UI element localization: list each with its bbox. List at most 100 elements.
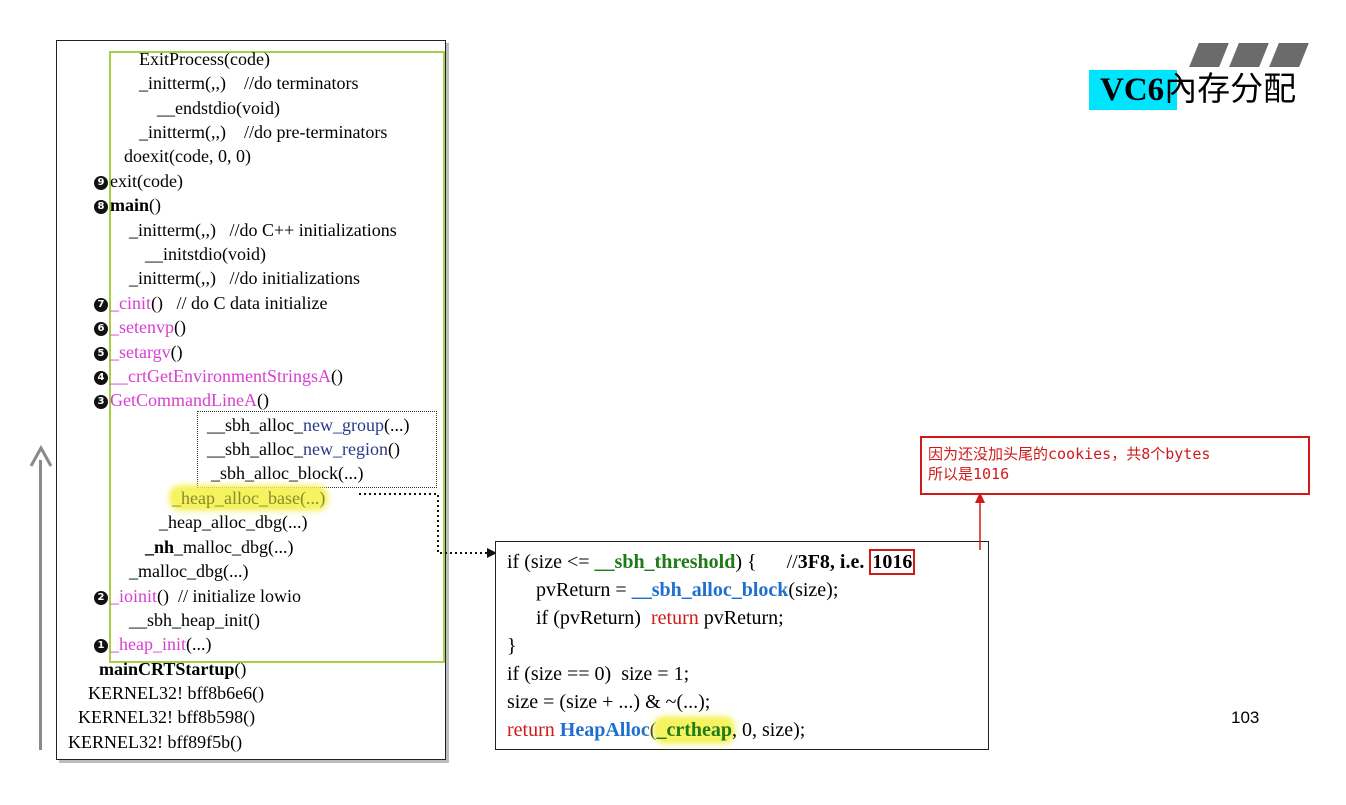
code-panel bbox=[495, 541, 989, 750]
stack-line: _malloc_dbg(...) bbox=[129, 561, 249, 581]
stack-text: _setargv bbox=[110, 342, 171, 362]
stack-text: new_region bbox=[303, 439, 388, 459]
stack-text: _heap_init bbox=[110, 634, 186, 654]
stack-line: 2_ioinit() // initialize lowio bbox=[94, 585, 301, 607]
code-text: ) { // bbox=[735, 551, 798, 573]
stack-text: GetCommandLineA bbox=[110, 390, 257, 410]
stack-line: _sbh_alloc_block(...) bbox=[211, 463, 364, 483]
stack-line: _initterm(,,) //do terminators bbox=[139, 73, 359, 93]
stack-line: doexit(code, 0, 0) bbox=[124, 146, 251, 166]
highlighted-text: _crtheap bbox=[656, 719, 732, 741]
title-suffix: 內存分配 bbox=[1164, 72, 1297, 108]
stack-line: _heap_alloc_dbg(...) bbox=[159, 512, 308, 532]
stack-line: ExitProcess(code) bbox=[139, 49, 270, 69]
code-line: if (pvReturn) return pvReturn; bbox=[536, 604, 784, 632]
title-prefix: VC6 bbox=[1100, 72, 1165, 108]
stack-line: KERNEL32! bff89f5b() bbox=[68, 732, 243, 752]
code-text: (size); bbox=[788, 579, 839, 601]
stack-line: _initterm(,,) //do initializations bbox=[129, 268, 360, 288]
sbh-group-frame bbox=[197, 411, 437, 488]
call-stack-frame bbox=[109, 51, 445, 663]
stack-line: __sbh_alloc_new_region() bbox=[207, 438, 400, 460]
title-highlight bbox=[1089, 70, 1177, 110]
code-text: __sbh_alloc_block bbox=[631, 579, 789, 601]
stack-line: KERNEL32! bff8b598() bbox=[78, 707, 256, 727]
stack-text: new_group bbox=[303, 415, 384, 435]
code-text: __sbh_threshold bbox=[594, 551, 736, 573]
step-badge: 4 bbox=[94, 371, 108, 385]
note-line: 因为还没加头尾的cookies，共8个bytes bbox=[928, 445, 1211, 463]
stack-text: main bbox=[110, 195, 150, 215]
stack-text: _nh bbox=[145, 537, 175, 557]
code-line: } bbox=[507, 635, 517, 657]
code-line: return HeapAlloc(_crtheap, 0, size); bbox=[507, 716, 805, 744]
note-line: 所以是1016 bbox=[928, 465, 1010, 483]
stack-text: exit(code) bbox=[110, 171, 183, 191]
stack-line: __endstdio(void) bbox=[157, 98, 280, 118]
stack-text: () bbox=[234, 659, 247, 679]
stack-text: _malloc_dbg(...) bbox=[174, 537, 294, 557]
stack-line: mainCRTStartup() bbox=[99, 658, 246, 680]
step-badge: 2 bbox=[94, 591, 108, 605]
stack-line: _initterm(,,) //do C++ initializations bbox=[129, 220, 397, 240]
stack-line: 6_setenvp() bbox=[94, 316, 186, 338]
step-badge: 6 bbox=[94, 322, 108, 336]
step-badge: 7 bbox=[94, 298, 108, 312]
stack-text: () bbox=[256, 390, 269, 410]
value-1016: 1016 bbox=[869, 549, 916, 575]
page-number: 103 bbox=[1231, 708, 1260, 727]
stack-text: (...) bbox=[383, 415, 410, 435]
code-line: if (size <= __sbh_threshold) { //3F8, i.… bbox=[507, 548, 916, 576]
stack-line: __sbh_heap_init() bbox=[129, 610, 260, 630]
stack-text: () // initialize lowio bbox=[157, 586, 301, 606]
stack-text: () bbox=[170, 342, 183, 362]
code-text: if (size <= bbox=[507, 551, 595, 573]
up-arrow bbox=[39, 460, 42, 750]
stack-line: 7_cinit() // do C data initialize bbox=[94, 292, 327, 314]
code-text: ( bbox=[649, 719, 657, 741]
step-badge: 9 bbox=[94, 176, 108, 190]
code-text: if (pvReturn) bbox=[536, 607, 651, 629]
step-badge: 5 bbox=[94, 347, 108, 361]
code-line: if (size == 0) size = 1; bbox=[507, 663, 690, 685]
stack-text: __crtGetEnvironmentStringsA bbox=[110, 366, 331, 386]
stack-text: () bbox=[173, 317, 186, 337]
stack-text: (...) bbox=[185, 634, 212, 654]
stack-text: () // do C data initialize bbox=[151, 293, 328, 313]
code-text: pvReturn = bbox=[536, 579, 632, 601]
code-text: HeapAlloc bbox=[559, 719, 650, 741]
code-line: size = (size + ...) & ~(...); bbox=[507, 691, 711, 713]
highlighted-text: _heap_alloc_base(...) bbox=[172, 488, 326, 508]
stack-line: KERNEL32! bff8b6e6() bbox=[88, 683, 265, 703]
stack-text: _cinit bbox=[110, 293, 151, 313]
connector-arrow bbox=[359, 493, 497, 558]
stack-line: 5_setargv() bbox=[94, 341, 183, 363]
stack-text: () bbox=[330, 366, 343, 386]
stack-line: _heap_alloc_base(...) bbox=[172, 487, 326, 509]
code-text: , 0, size); bbox=[731, 719, 806, 741]
stack-line: _initterm(,,) //do pre-terminators bbox=[139, 122, 388, 142]
slide-title: VC6內存分配 bbox=[1100, 70, 1296, 110]
stack-text: __sbh_alloc_ bbox=[207, 415, 303, 435]
code-line: pvReturn = __sbh_alloc_block(size); bbox=[536, 576, 838, 604]
stack-line: 4__crtGetEnvironmentStringsA() bbox=[94, 365, 343, 387]
stack-text: _setenvp bbox=[110, 317, 174, 337]
stack-line: 1_heap_init(...) bbox=[94, 633, 211, 655]
code-text: 3F8, i.e. bbox=[797, 551, 870, 573]
stack-text: _ioinit bbox=[110, 586, 158, 606]
call-stack-panel bbox=[56, 40, 446, 760]
code-text: return bbox=[507, 719, 560, 741]
annotation-note: 因为还没加头尾的cookies，共8个bytes 所以是1016 bbox=[920, 436, 1310, 495]
code-text: return bbox=[650, 607, 699, 629]
step-badge: 8 bbox=[94, 200, 108, 214]
stack-text: () bbox=[387, 439, 400, 459]
stack-text: () bbox=[149, 195, 162, 215]
step-badge: 3 bbox=[94, 395, 108, 409]
stack-text: __sbh_alloc_ bbox=[207, 439, 303, 459]
stack-text: mainCRTStartup bbox=[99, 659, 235, 679]
step-badge: 1 bbox=[94, 639, 108, 653]
code-text: pvReturn; bbox=[698, 607, 784, 629]
